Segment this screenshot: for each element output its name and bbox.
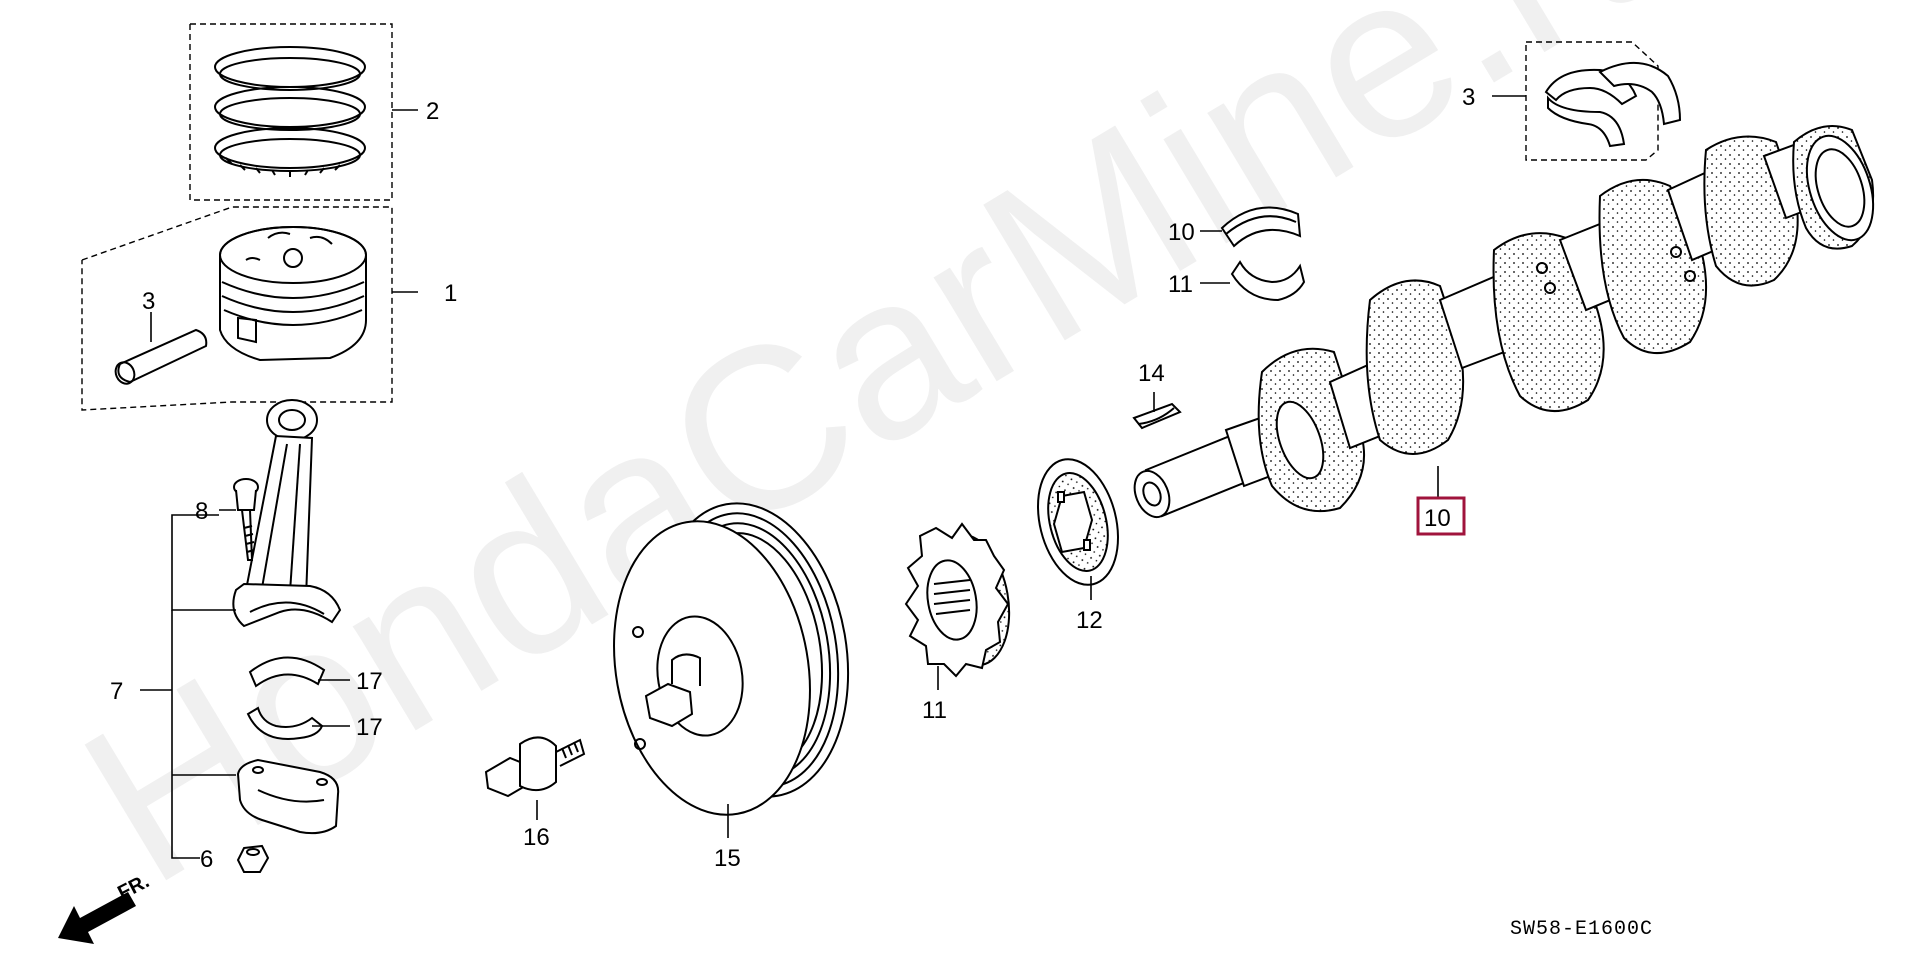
callout-11-lower[interactable]: 11	[1168, 271, 1193, 298]
main-bearing-upper[interactable]	[1220, 206, 1302, 248]
callout-3[interactable]: 3	[1462, 84, 1475, 111]
thrust-washer[interactable]	[1525, 41, 1682, 161]
connecting-rod-cap[interactable]	[236, 758, 340, 835]
connecting-rod-bolt[interactable]	[233, 478, 259, 561]
connecting-rod-assembly[interactable]	[232, 399, 342, 628]
callout-17-lower[interactable]: 17	[356, 714, 383, 741]
oil-pump-drive-plate[interactable]	[1026, 451, 1131, 594]
rod-bearing-lower[interactable]	[246, 706, 324, 740]
callout-10[interactable]: 10	[1424, 505, 1451, 532]
callout-11-upper[interactable]: 10	[1168, 219, 1195, 246]
callout-6[interactable]: 3	[142, 288, 155, 315]
crankshaft-pulley[interactable]	[592, 488, 871, 830]
callout-16[interactable]: 14	[1138, 360, 1165, 387]
callout-17-upper[interactable]: 17	[356, 668, 383, 695]
front-direction-arrow: FR.	[58, 870, 153, 944]
woodruff-key[interactable]	[1132, 402, 1182, 430]
callout-2[interactable]: 2	[426, 98, 439, 125]
piston-ring-set[interactable]	[189, 23, 393, 201]
drawing-code: SW58-E1600C	[1510, 918, 1653, 941]
connecting-rod-nut[interactable]	[236, 844, 270, 873]
rod-bearing-upper[interactable]	[248, 656, 326, 688]
callout-8[interactable]: 7	[110, 678, 123, 705]
callout-9[interactable]: 8	[195, 498, 208, 525]
callout-13[interactable]: 12	[1076, 607, 1103, 634]
crankshaft[interactable]	[1128, 125, 1885, 522]
callout-12[interactable]: 11	[922, 697, 947, 724]
timing-sprocket[interactable]	[904, 522, 1019, 678]
callout-1[interactable]: 1	[444, 280, 457, 307]
callout-15[interactable]: 16	[523, 824, 550, 851]
piston-pin[interactable]	[112, 328, 208, 387]
highlight-box	[1416, 496, 1466, 536]
pulley-bolt[interactable]	[484, 736, 586, 798]
callout-14[interactable]: 15	[714, 845, 741, 872]
piston[interactable]	[219, 226, 367, 362]
callout-7[interactable]: 6	[200, 846, 213, 873]
main-bearing-lower[interactable]	[1230, 260, 1306, 302]
